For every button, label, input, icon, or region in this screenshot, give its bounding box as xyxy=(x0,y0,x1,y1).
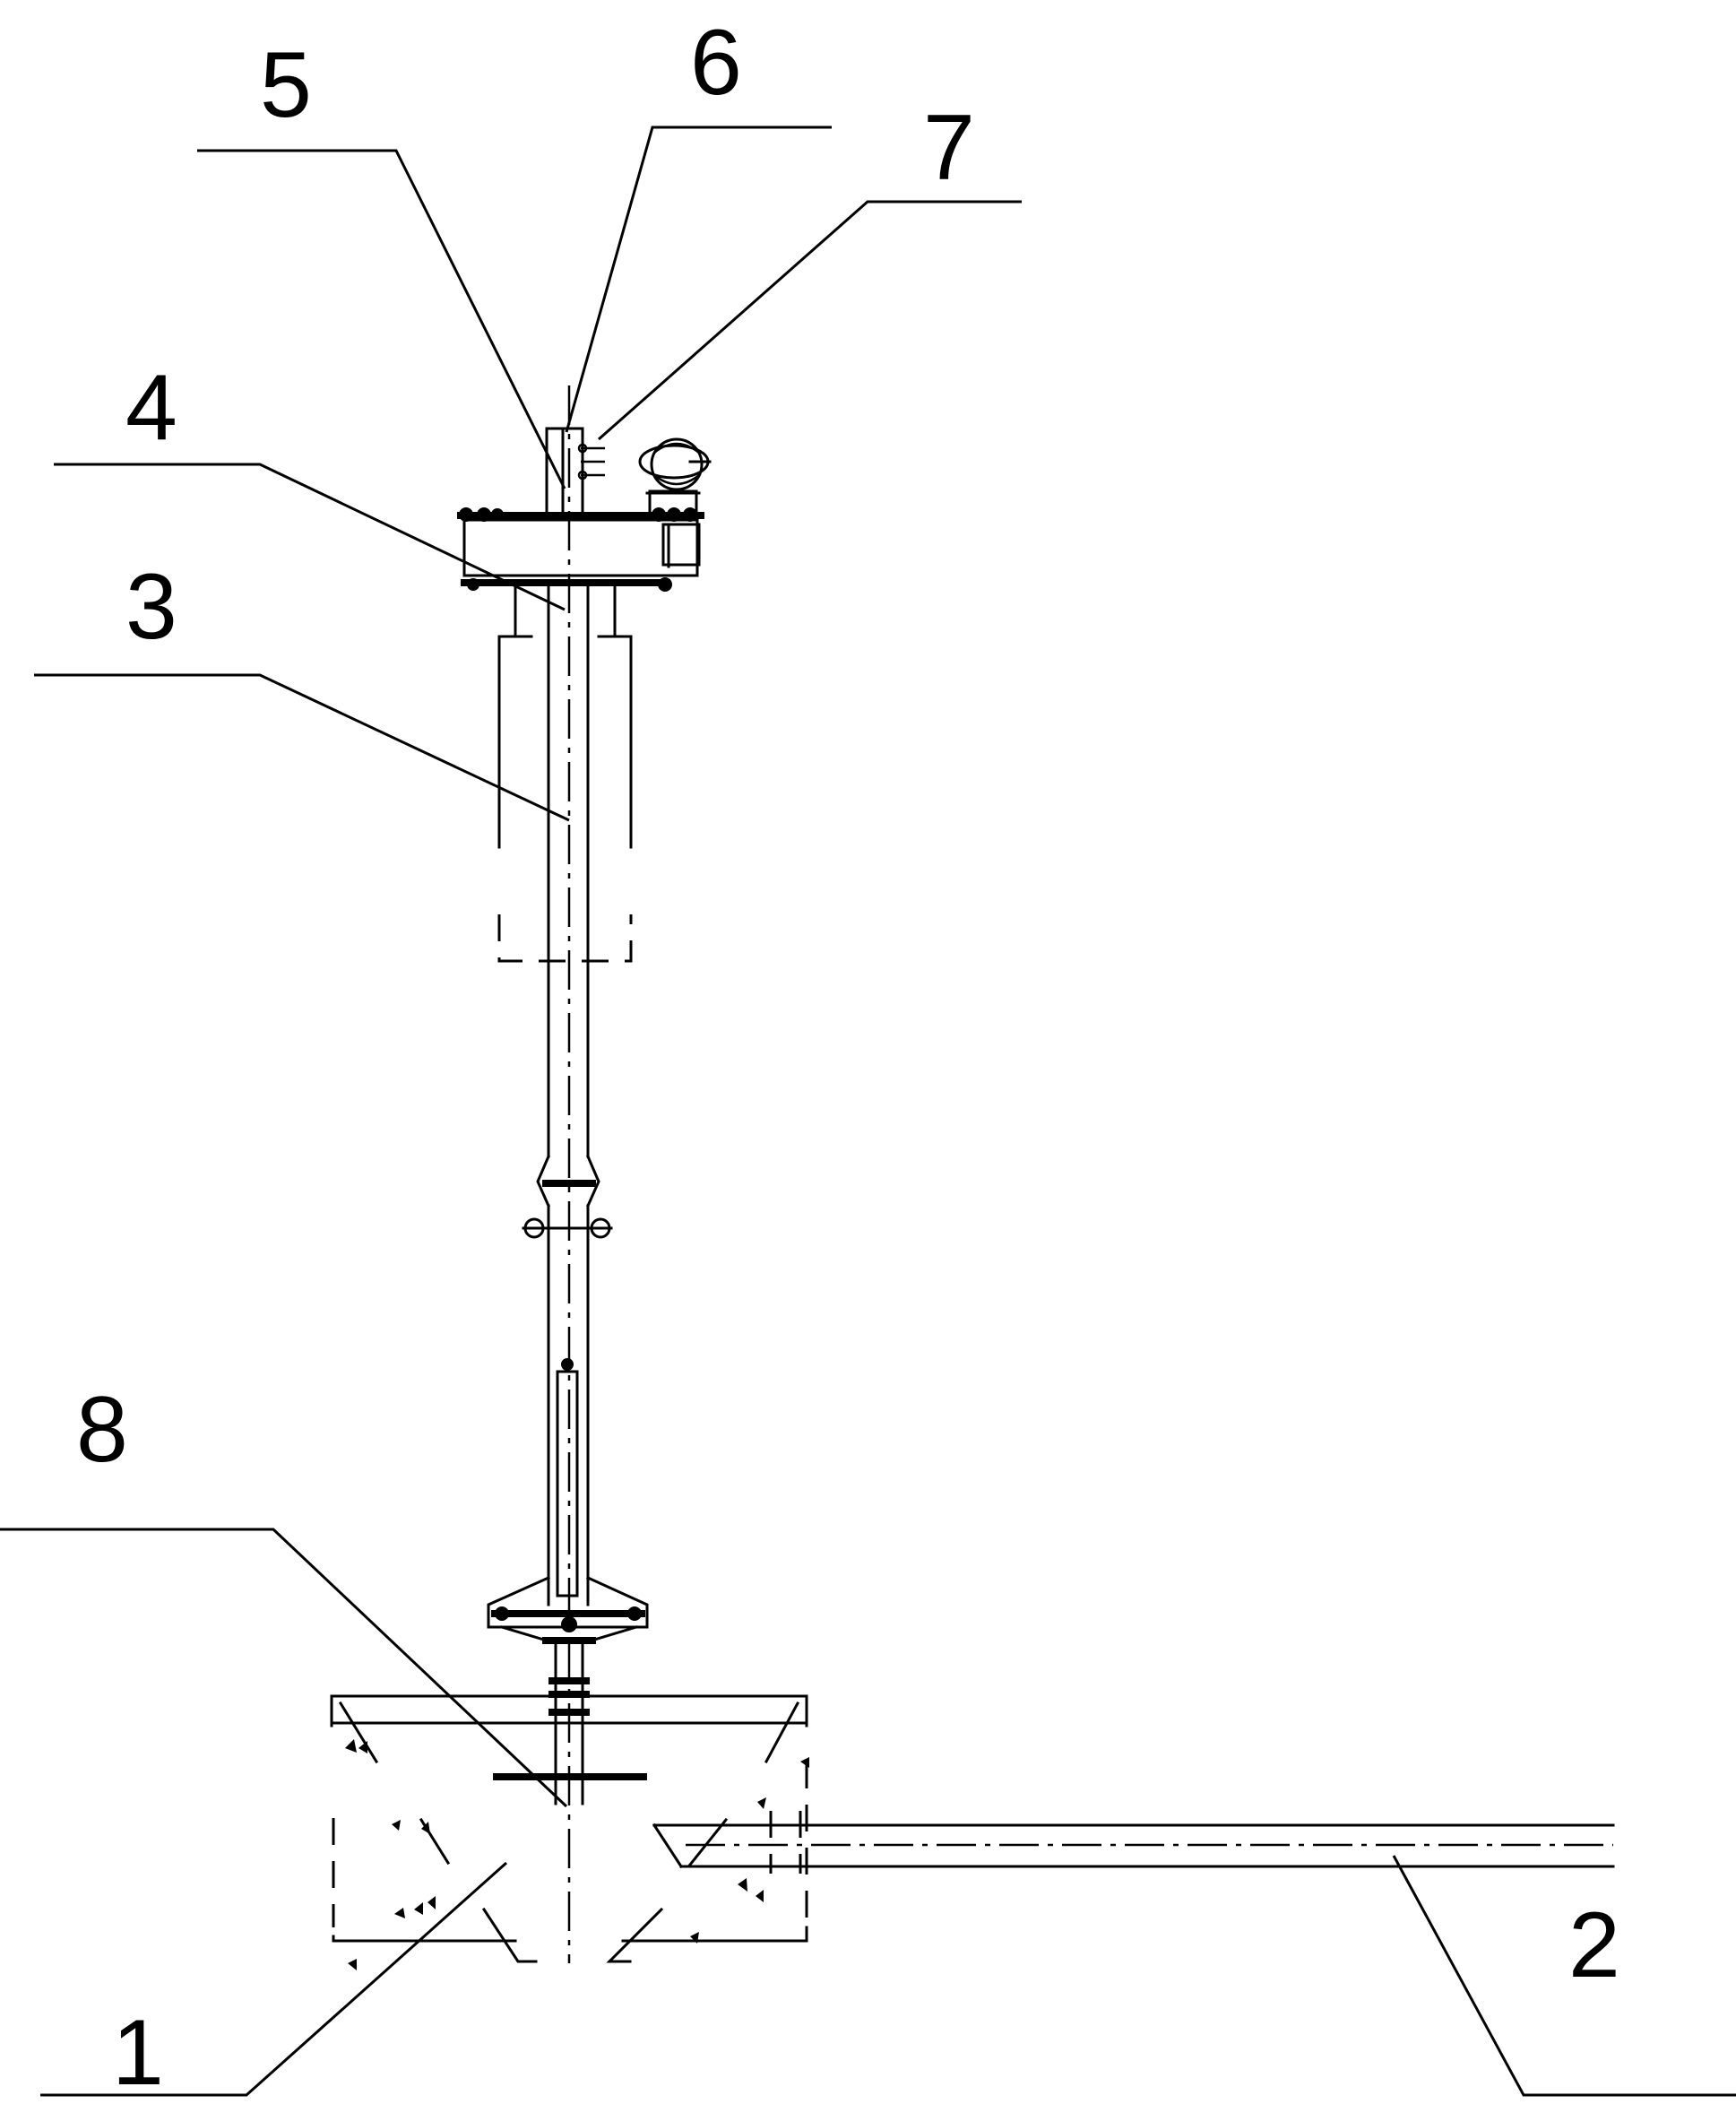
leader-2 xyxy=(1392,1855,1736,2097)
callout-6: 6 xyxy=(690,11,742,115)
leader-5 xyxy=(197,149,566,489)
outlet-pipe xyxy=(652,1811,1615,1874)
leader-7 xyxy=(598,200,1022,441)
leader-6 xyxy=(565,126,832,433)
callout-4: 4 xyxy=(125,356,177,460)
callout-5: 5 xyxy=(260,33,312,137)
callout-8: 8 xyxy=(76,1378,128,1482)
leader-1 xyxy=(40,1861,507,2097)
upper-sleeve xyxy=(497,585,633,963)
drive-assembly xyxy=(457,427,712,592)
leader-8 xyxy=(0,1528,568,1808)
tank-structure xyxy=(330,1694,809,1970)
callout-7: 7 xyxy=(923,96,975,200)
leader-3 xyxy=(34,673,570,822)
callout-1: 1 xyxy=(112,2001,164,2104)
main-shaft xyxy=(522,583,613,1606)
callout-3: 3 xyxy=(125,555,177,659)
callout-2: 2 xyxy=(1568,1893,1620,1997)
leader-lines xyxy=(0,126,1736,2097)
lower-bracket xyxy=(487,1576,649,1805)
